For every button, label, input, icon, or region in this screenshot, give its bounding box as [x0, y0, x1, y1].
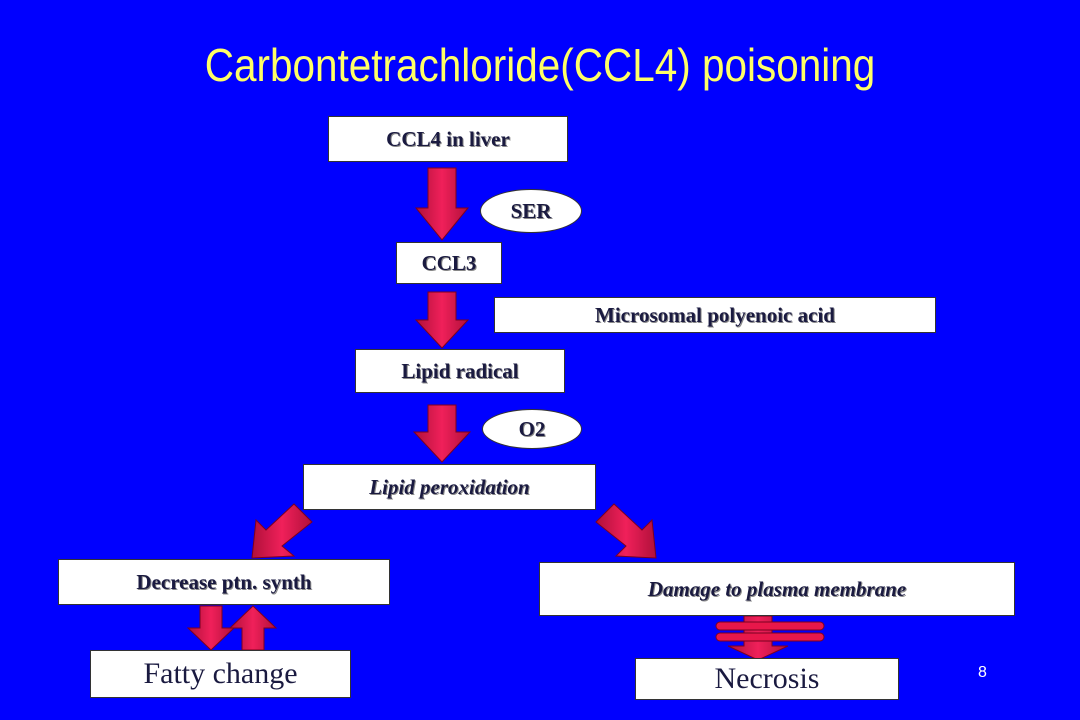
node-o2: O2: [482, 409, 582, 449]
arrow-ccl3-to-lipid-radical: [414, 291, 470, 349]
slide-title: Carbontetrachloride(CCL4) poisoning: [204, 39, 876, 91]
page-number: 8: [978, 664, 987, 681]
node-fatty-change: Fatty change: [90, 650, 351, 698]
node-necrosis: Necrosis: [635, 658, 899, 700]
node-ccl4-in-liver: CCL4 in liver: [328, 116, 568, 162]
node-damage-to-plasma-membrane: Damage to plasma membrane: [539, 562, 1015, 616]
node-ccl3: CCL3: [396, 242, 502, 284]
arrow-peroxidation-to-decrease-ptn: [251, 503, 313, 559]
node-microsomal-polyenoic-acid: Microsomal polyenoic acid: [494, 297, 936, 333]
node-lipid-peroxidation: Lipid peroxidation: [303, 464, 596, 510]
arrow-ccl4-to-ccl3: [414, 167, 470, 241]
arrow-lipid-radical-to-peroxidation: [412, 404, 472, 463]
arrow-peroxidation-to-damage-membrane: [595, 503, 657, 559]
arrow-fatty-change-to-decrease-ptn: [228, 605, 278, 651]
node-ser: SER: [480, 189, 582, 233]
node-decrease-ptn-synth: Decrease ptn. synth: [58, 559, 390, 605]
arrow-damage-to-necrosis: [715, 615, 825, 661]
arrow-decrease-ptn-to-fatty-change: [186, 605, 236, 651]
node-lipid-radical: Lipid radical: [355, 349, 565, 393]
